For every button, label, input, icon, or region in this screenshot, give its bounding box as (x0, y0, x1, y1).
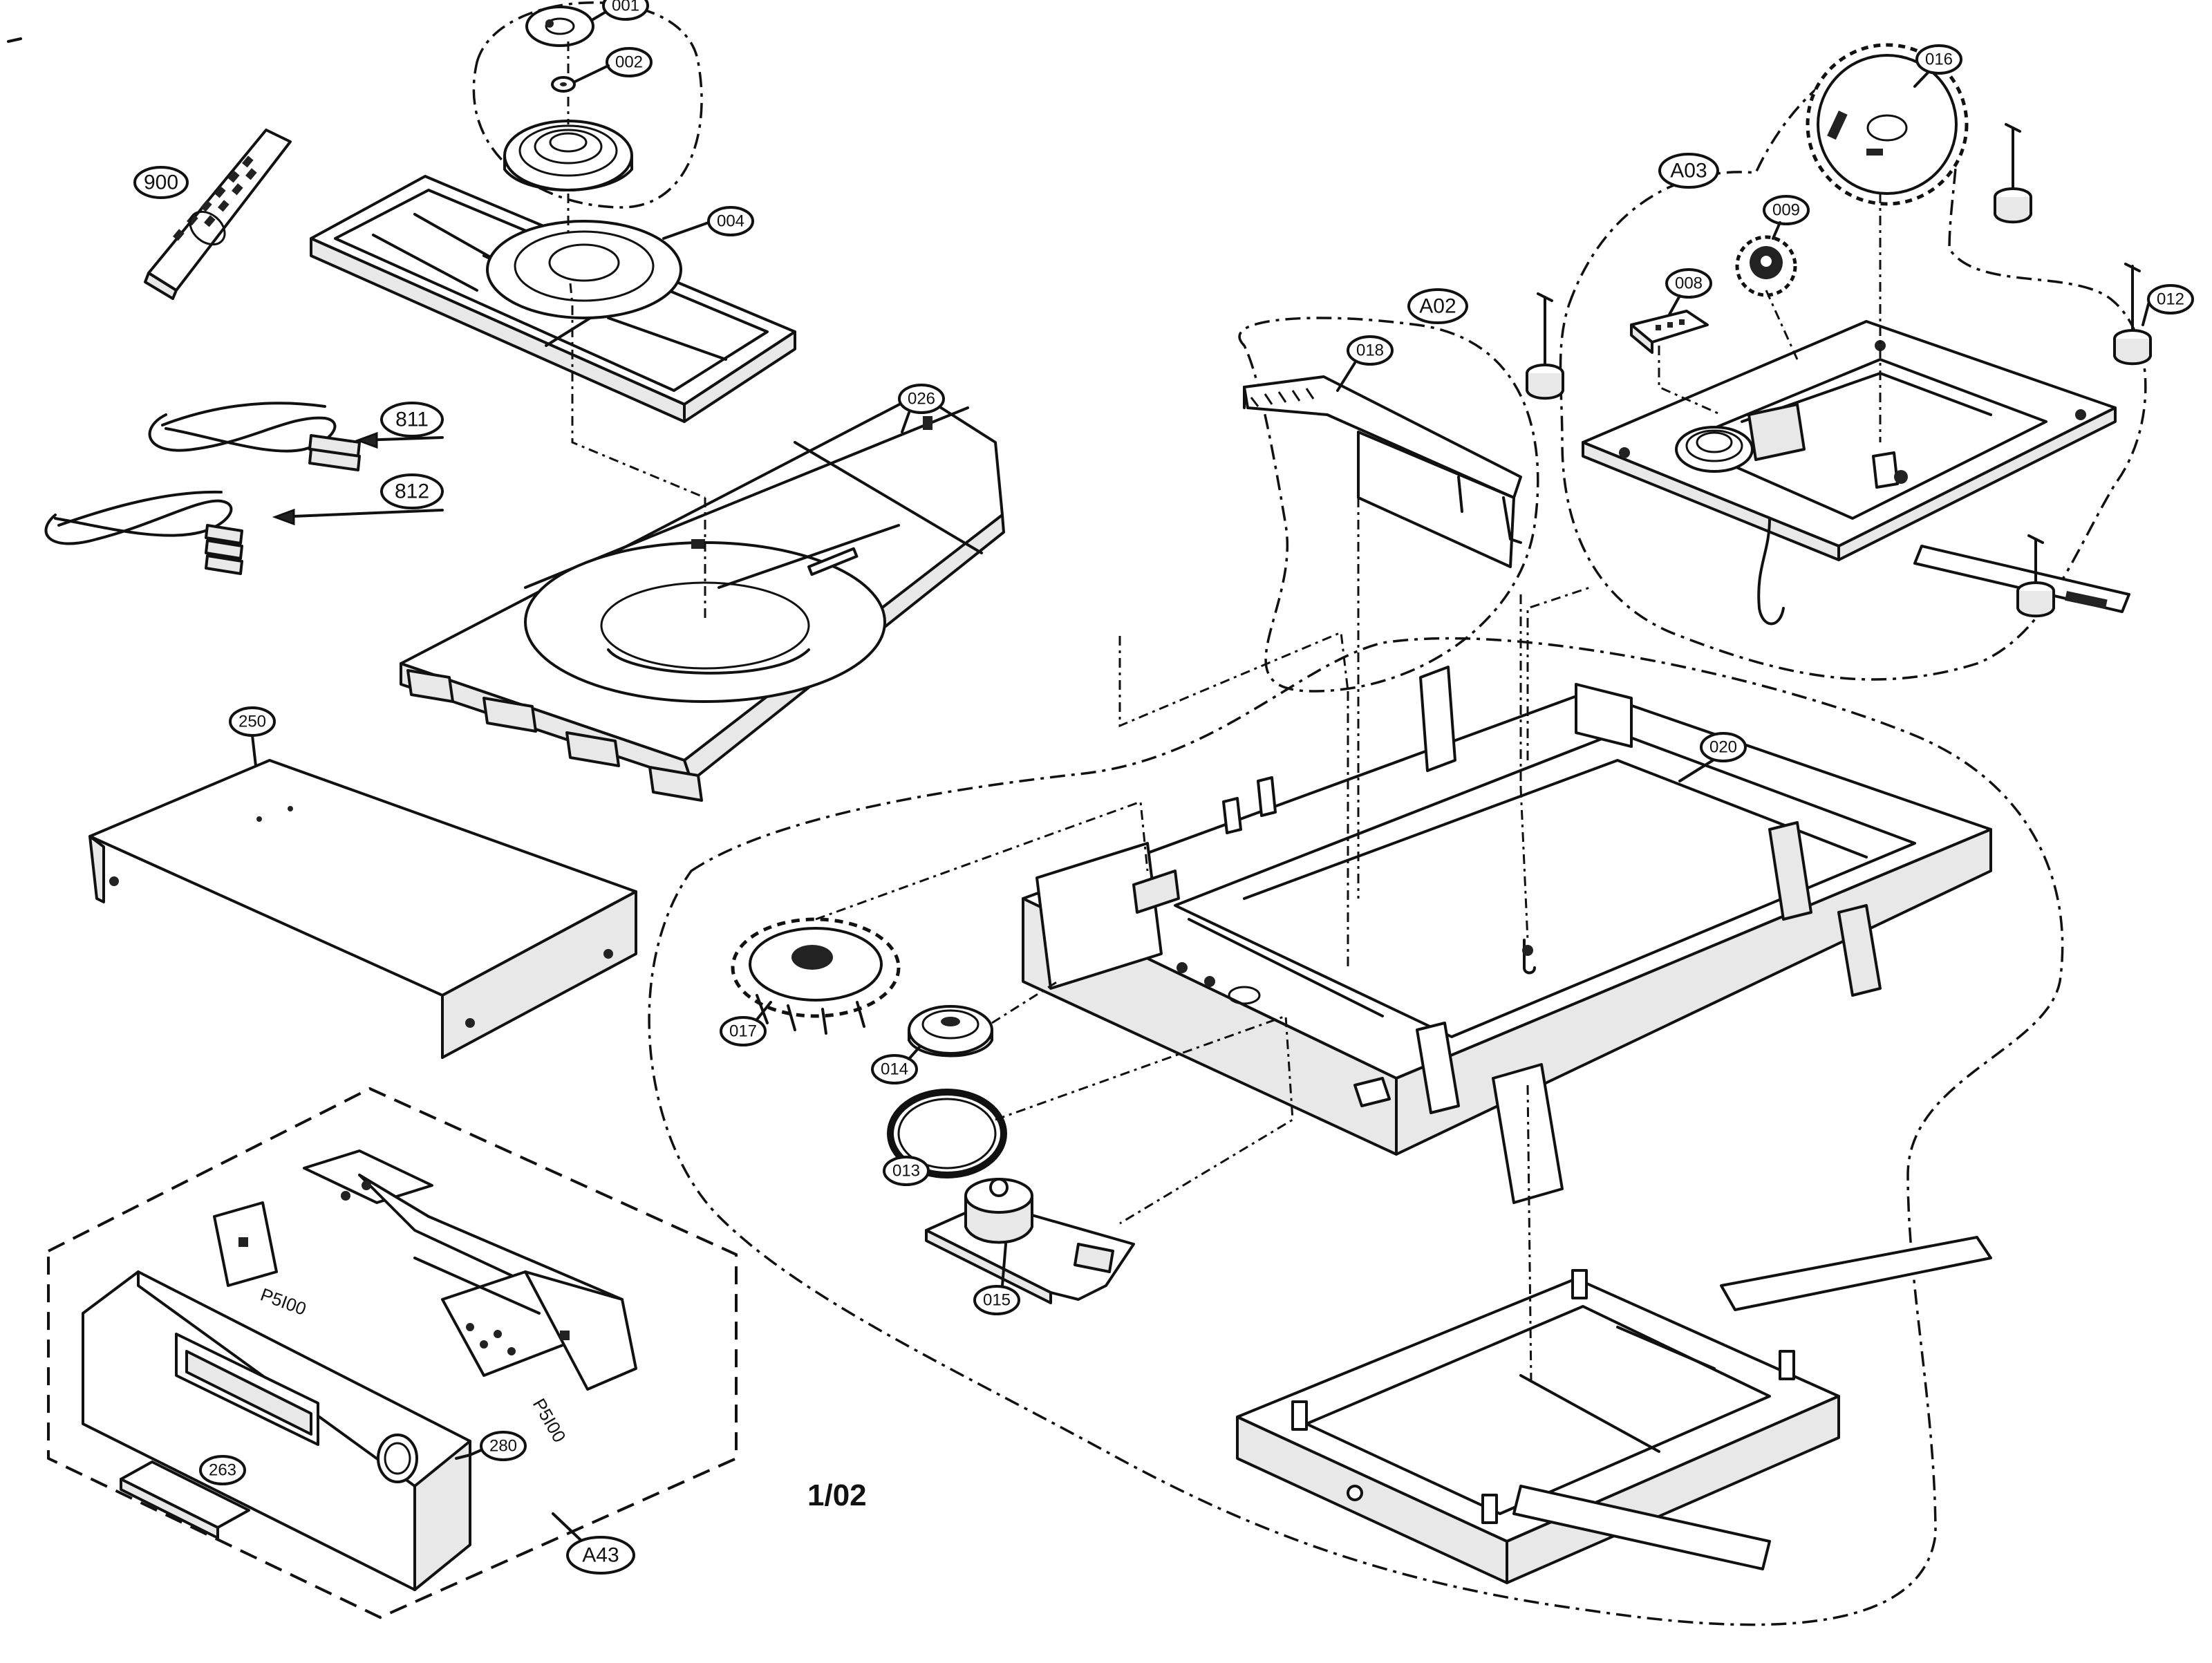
chassis-020 (1022, 666, 1992, 1204)
disc-clamp-001 (525, 6, 594, 47)
clamp-magnet (503, 120, 633, 191)
svg-text:002: 002 (615, 53, 643, 72)
svg-text:280: 280 (489, 1437, 517, 1456)
tag-015: 015 (973, 1285, 1020, 1315)
tag-014: 014 (871, 1054, 918, 1084)
svg-text:016: 016 (1925, 50, 1953, 69)
assembly-lines (567, 41, 1882, 1383)
bracket-018 (1243, 375, 1522, 568)
tag-026: 026 (898, 384, 945, 414)
svg-text:017: 017 (729, 1022, 757, 1041)
tag-002: 002 (606, 47, 653, 77)
svg-text:020: 020 (1709, 738, 1737, 757)
pickup-base (1582, 320, 2130, 626)
tag-017: 017 (720, 1016, 767, 1046)
svg-text:018: 018 (1356, 341, 1384, 360)
belt-013 (887, 1089, 1007, 1178)
gear-017 (731, 917, 901, 1035)
av-cable-812 (44, 490, 243, 575)
tag-A03: A03 (1658, 153, 1719, 189)
svg-text:014: 014 (881, 1060, 908, 1079)
pulley-014 (908, 1005, 993, 1058)
svg-text:250: 250 (238, 713, 266, 731)
tag-812: 812 (380, 473, 444, 509)
tray-frame-004 (310, 175, 796, 423)
svg-text:009: 009 (1772, 201, 1800, 220)
tag-012: 012 (2147, 284, 2194, 314)
gear-016 (1806, 43, 1969, 206)
group-outline-a43 (47, 1087, 738, 1619)
tag-900: 900 (133, 166, 189, 199)
svg-text:015: 015 (983, 1291, 1011, 1310)
svg-text:A03: A03 (1670, 160, 1707, 182)
bottom-base (1236, 1236, 1992, 1584)
svg-text:A43: A43 (582, 1544, 619, 1567)
svg-text:001: 001 (612, 0, 639, 15)
board-label-left: P5I00 (258, 1284, 309, 1319)
tag-016: 016 (1915, 44, 1962, 75)
tag-001: 001 (602, 0, 649, 21)
tag-A02: A02 (1407, 288, 1468, 324)
tag-004: 004 (707, 206, 754, 236)
svg-text:026: 026 (908, 390, 935, 408)
stray-mark (7, 37, 22, 43)
tag-A43: A43 (566, 1536, 635, 1575)
washer-002 (551, 76, 576, 93)
tag-018: 018 (1347, 335, 1394, 366)
remote-control (144, 129, 292, 300)
svg-text:013: 013 (892, 1162, 920, 1181)
av-cable-811 (148, 402, 361, 471)
arrowhead-811 (355, 431, 378, 449)
svg-text:008: 008 (1675, 274, 1703, 293)
button-bar-263 (120, 1460, 250, 1539)
gear-009 (1735, 235, 1797, 297)
group-outline-a03 (1559, 50, 2147, 681)
motor-015 (925, 1178, 1135, 1304)
svg-text:012: 012 (2157, 290, 2184, 309)
tag-263: 263 (199, 1455, 246, 1485)
group-outline-a02 (1238, 317, 1539, 693)
svg-text:811: 811 (395, 408, 429, 431)
damper-012-c (1526, 292, 1564, 400)
svg-text:900: 900 (144, 171, 178, 194)
front-panel-280 (82, 1270, 471, 1591)
tag-013: 013 (883, 1156, 930, 1186)
tag-250: 250 (229, 706, 276, 737)
page-number: 1/02 (807, 1478, 867, 1512)
board-label-right: P5I00 (529, 1395, 570, 1446)
tag-020: 020 (1700, 732, 1747, 762)
tag-811: 811 (380, 402, 444, 438)
tag-009: 009 (1763, 195, 1810, 225)
damper-012-d (2016, 534, 2055, 618)
svg-text:263: 263 (209, 1461, 236, 1480)
tag-008: 008 (1665, 268, 1712, 299)
leader-812 (275, 509, 444, 518)
svg-text:A02: A02 (1419, 295, 1456, 318)
tag-280: 280 (480, 1431, 527, 1461)
svg-text:812: 812 (395, 480, 429, 503)
part-008 (1630, 310, 1709, 354)
damper-012-a (1994, 123, 2032, 224)
group-outline-main (648, 637, 2064, 1626)
damper-012-b (2113, 263, 2152, 366)
top-cover-250 (88, 759, 637, 1059)
pcb-boards (213, 1149, 637, 1391)
svg-text:004: 004 (717, 212, 744, 231)
arrowhead-812 (272, 508, 295, 526)
disc-tray-026 (400, 393, 1005, 802)
